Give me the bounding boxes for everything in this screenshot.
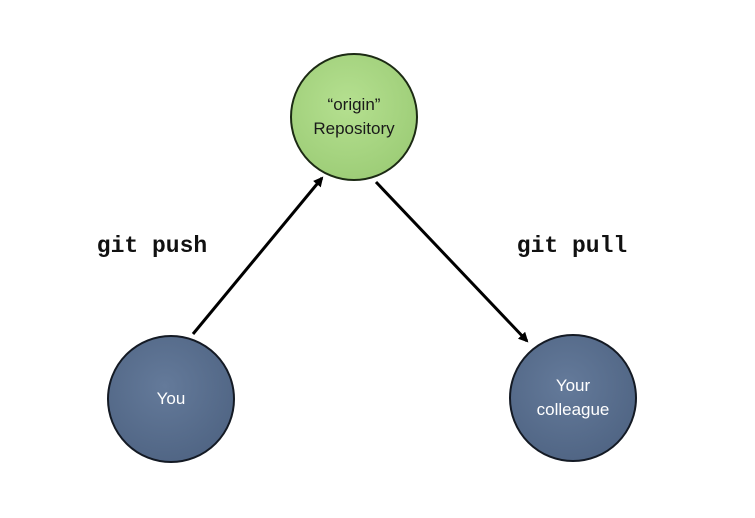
colleague-node-circle [509, 334, 637, 462]
colleague-node: Your colleague [509, 334, 637, 462]
origin-node-label-line1: “origin” [328, 95, 381, 114]
origin-node-circle [290, 53, 418, 181]
push-arrow [191, 176, 324, 335]
git-push-label: git push [97, 233, 207, 259]
colleague-node-label-line1: Your [556, 376, 591, 395]
origin-repository-node: “origin” Repository [290, 53, 418, 181]
you-node-label: You [157, 389, 186, 408]
pull-arrow [374, 180, 529, 343]
colleague-node-label-line2: colleague [537, 400, 610, 419]
you-node: You [107, 335, 235, 463]
you-node-circle [107, 335, 235, 463]
git-pull-label: git pull [517, 233, 627, 259]
origin-node-label-line2: Repository [313, 119, 395, 138]
